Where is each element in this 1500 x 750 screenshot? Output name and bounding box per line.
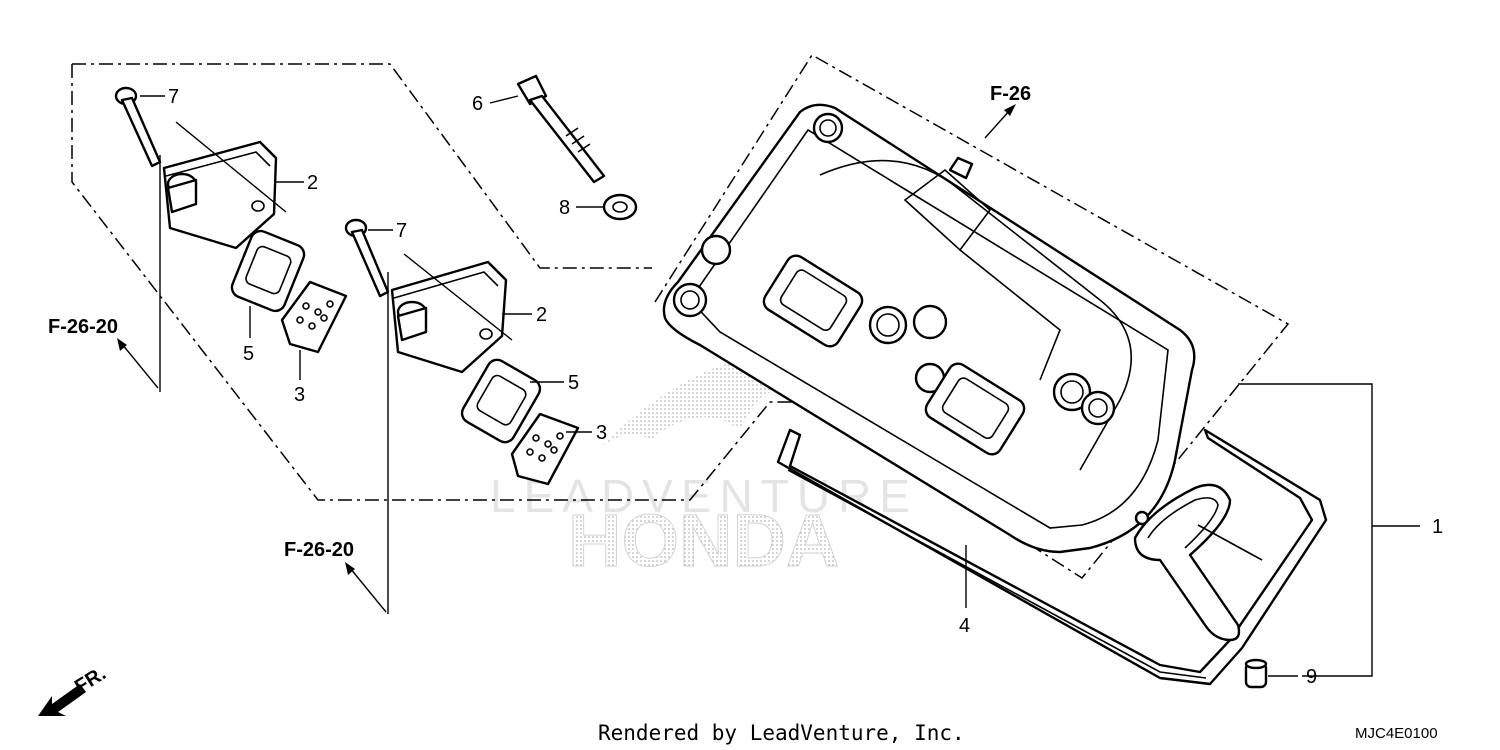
coil-seal-upper bbox=[230, 229, 306, 313]
plug-hole-seal bbox=[1133, 483, 1263, 642]
callout-3-upper: 3 bbox=[294, 384, 305, 406]
callout-5-lower: 5 bbox=[568, 372, 579, 394]
callout-7-upper: 7 bbox=[168, 86, 179, 108]
callout-2-lower: 2 bbox=[536, 304, 547, 326]
head-cover-gasket bbox=[776, 428, 1328, 686]
callout-1: 1 bbox=[1432, 516, 1443, 538]
leader-lines bbox=[140, 95, 1420, 677]
cylinder-head-cover bbox=[662, 103, 1196, 554]
watermark-brand: HONDA bbox=[568, 499, 839, 582]
group-boundaries bbox=[71, 53, 1290, 579]
bolt-lower bbox=[344, 218, 390, 298]
reference-labels: F-26 F-26-20 F-26-20 bbox=[48, 83, 1031, 561]
bolt-upper bbox=[114, 86, 162, 168]
front-arrow-icon bbox=[38, 684, 86, 716]
sealing-washer bbox=[602, 193, 638, 221]
connector-lower bbox=[510, 412, 580, 486]
coil-seal-lower bbox=[460, 358, 542, 444]
reference-arrows bbox=[117, 104, 1016, 613]
callout-7-lower: 7 bbox=[396, 220, 407, 242]
cover-bolt bbox=[516, 74, 606, 184]
cover-group-outline bbox=[654, 53, 1290, 579]
ignition-coil-upper bbox=[162, 140, 278, 250]
callout-2-upper: 2 bbox=[307, 172, 318, 194]
ref-label-left: F-26-20 bbox=[48, 316, 118, 338]
footer-credit: Rendered by LeadVenture, Inc. bbox=[598, 721, 965, 745]
callout-8: 8 bbox=[559, 197, 570, 219]
callout-5-upper: 5 bbox=[243, 343, 254, 365]
callouts: 7 2 6 8 7 2 5 3 5 3 4 1 9 bbox=[168, 86, 1443, 688]
ref-label-top: F-26 bbox=[990, 83, 1031, 105]
callout-6: 6 bbox=[472, 93, 483, 115]
connector-upper bbox=[280, 280, 348, 354]
callout-9: 9 bbox=[1306, 666, 1317, 688]
grommet bbox=[1244, 658, 1268, 689]
diagram-code: MJC4E0100 bbox=[1355, 725, 1438, 742]
ref-label-bottom: F-26-20 bbox=[284, 539, 354, 561]
front-direction-marker: FR. bbox=[38, 663, 110, 716]
left-group-outline bbox=[71, 63, 960, 501]
ignition-coil-lower bbox=[390, 260, 508, 374]
callout-3-lower: 3 bbox=[596, 422, 607, 444]
callout-4: 4 bbox=[959, 615, 970, 637]
